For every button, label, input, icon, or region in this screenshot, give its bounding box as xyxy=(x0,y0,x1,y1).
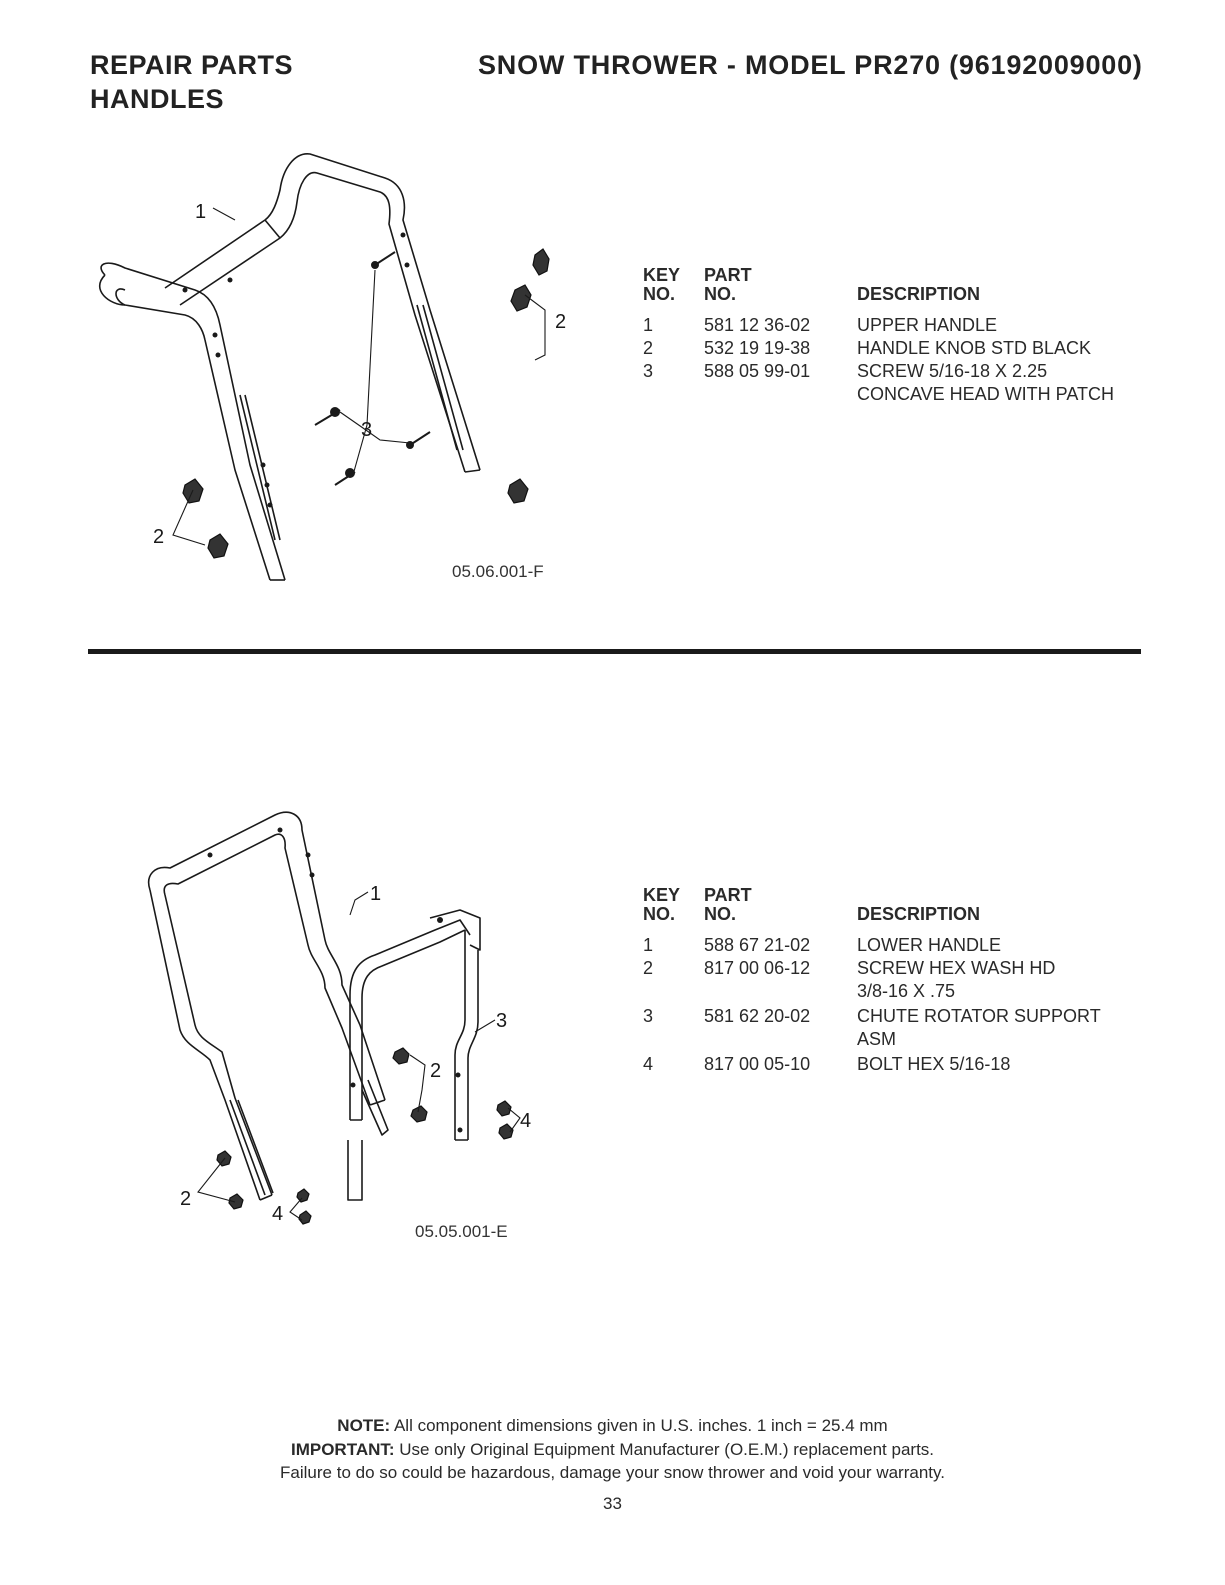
col-header-part: PART NO. xyxy=(704,265,752,304)
callout-4: 4 xyxy=(520,1110,531,1132)
upper-handle-diagram: 1 2 3 2 xyxy=(85,140,585,590)
col-header-part: PART NO. xyxy=(704,885,752,924)
section-divider xyxy=(88,649,1141,654)
page-number: 33 xyxy=(603,1494,622,1513)
section-title: REPAIR PARTS xyxy=(90,50,294,80)
important-line: IMPORTANT: Use only Original Equipment M… xyxy=(0,1440,1225,1460)
table-row-part: 588 05 99-01 xyxy=(704,361,811,381)
section-subtitle: HANDLES xyxy=(90,84,225,114)
important-label: IMPORTANT: xyxy=(290,1440,395,1459)
table-row-key: 2 xyxy=(643,338,654,358)
model-title: SNOW THROWER - MODEL PR270 (96192009000) xyxy=(478,50,1143,80)
callout-3: 3 xyxy=(361,419,372,441)
table-row-key: 3 xyxy=(643,361,654,381)
col-header-key: KEY NO. xyxy=(643,885,681,924)
table-row-desc: BOLT HEX 5/16-18 xyxy=(857,1054,1011,1074)
table-row-desc: CHUTE ROTATOR SUPPORT xyxy=(857,1006,1101,1026)
table-row-desc: SCREW HEX WASH HD xyxy=(857,958,1056,978)
table-row-desc-cont: 3/8-16 X .75 xyxy=(857,981,956,1001)
table-row-part: 581 12 36-02 xyxy=(704,315,811,335)
callout-4: 4 xyxy=(272,1203,283,1225)
col-header-description: DESCRIPTION xyxy=(857,904,981,924)
callout-3: 3 xyxy=(496,1010,507,1032)
table-row-key: 1 xyxy=(643,315,654,335)
callout-1: 1 xyxy=(370,883,381,905)
col-header-key: KEY NO. xyxy=(643,265,681,304)
table-row-key: 4 xyxy=(643,1054,654,1074)
important-text: Use only Original Equipment Manufacturer… xyxy=(394,1440,935,1459)
table-row-part: 817 00 06-12 xyxy=(704,958,811,978)
callout-2: 2 xyxy=(555,311,566,333)
callout-2: 2 xyxy=(430,1060,441,1082)
table-row-part: 581 62 20-02 xyxy=(704,1006,811,1026)
table-row-part: 532 19 19-38 xyxy=(704,338,811,358)
table-row-key: 1 xyxy=(643,935,654,955)
table-row-desc: HANDLE KNOB STD BLACK xyxy=(857,338,1092,358)
warning-line: Failure to do so could be hazardous, dam… xyxy=(280,1463,945,1482)
table-row-desc: LOWER HANDLE xyxy=(857,935,1002,955)
note-text: All component dimensions given in U.S. i… xyxy=(390,1416,888,1435)
table-row-part: 588 67 21-02 xyxy=(704,935,811,955)
table-row-part: 817 00 05-10 xyxy=(704,1054,811,1074)
note-label: NOTE: xyxy=(337,1416,391,1435)
figure-reference: 05.06.001-F xyxy=(452,562,544,581)
note-line: NOTE: All component dimensions given in … xyxy=(0,1416,1225,1436)
table-row-desc-cont: CONCAVE HEAD WITH PATCH xyxy=(857,384,1115,404)
col-header-description: DESCRIPTION xyxy=(857,284,981,304)
lower-handle-diagram: 1 3 2 4 2 4 xyxy=(130,800,560,1240)
table-row-desc-cont: ASM xyxy=(857,1029,897,1049)
figure-reference: 05.05.001-E xyxy=(415,1222,508,1241)
table-row-key: 3 xyxy=(643,1006,654,1026)
callout-1: 1 xyxy=(195,201,206,223)
table-row-key: 2 xyxy=(643,958,654,978)
table-row-desc: SCREW 5/16-18 X 2.25 xyxy=(857,361,1048,381)
callout-2: 2 xyxy=(180,1188,191,1210)
table-row-desc: UPPER HANDLE xyxy=(857,315,998,335)
callout-2: 2 xyxy=(153,526,164,548)
